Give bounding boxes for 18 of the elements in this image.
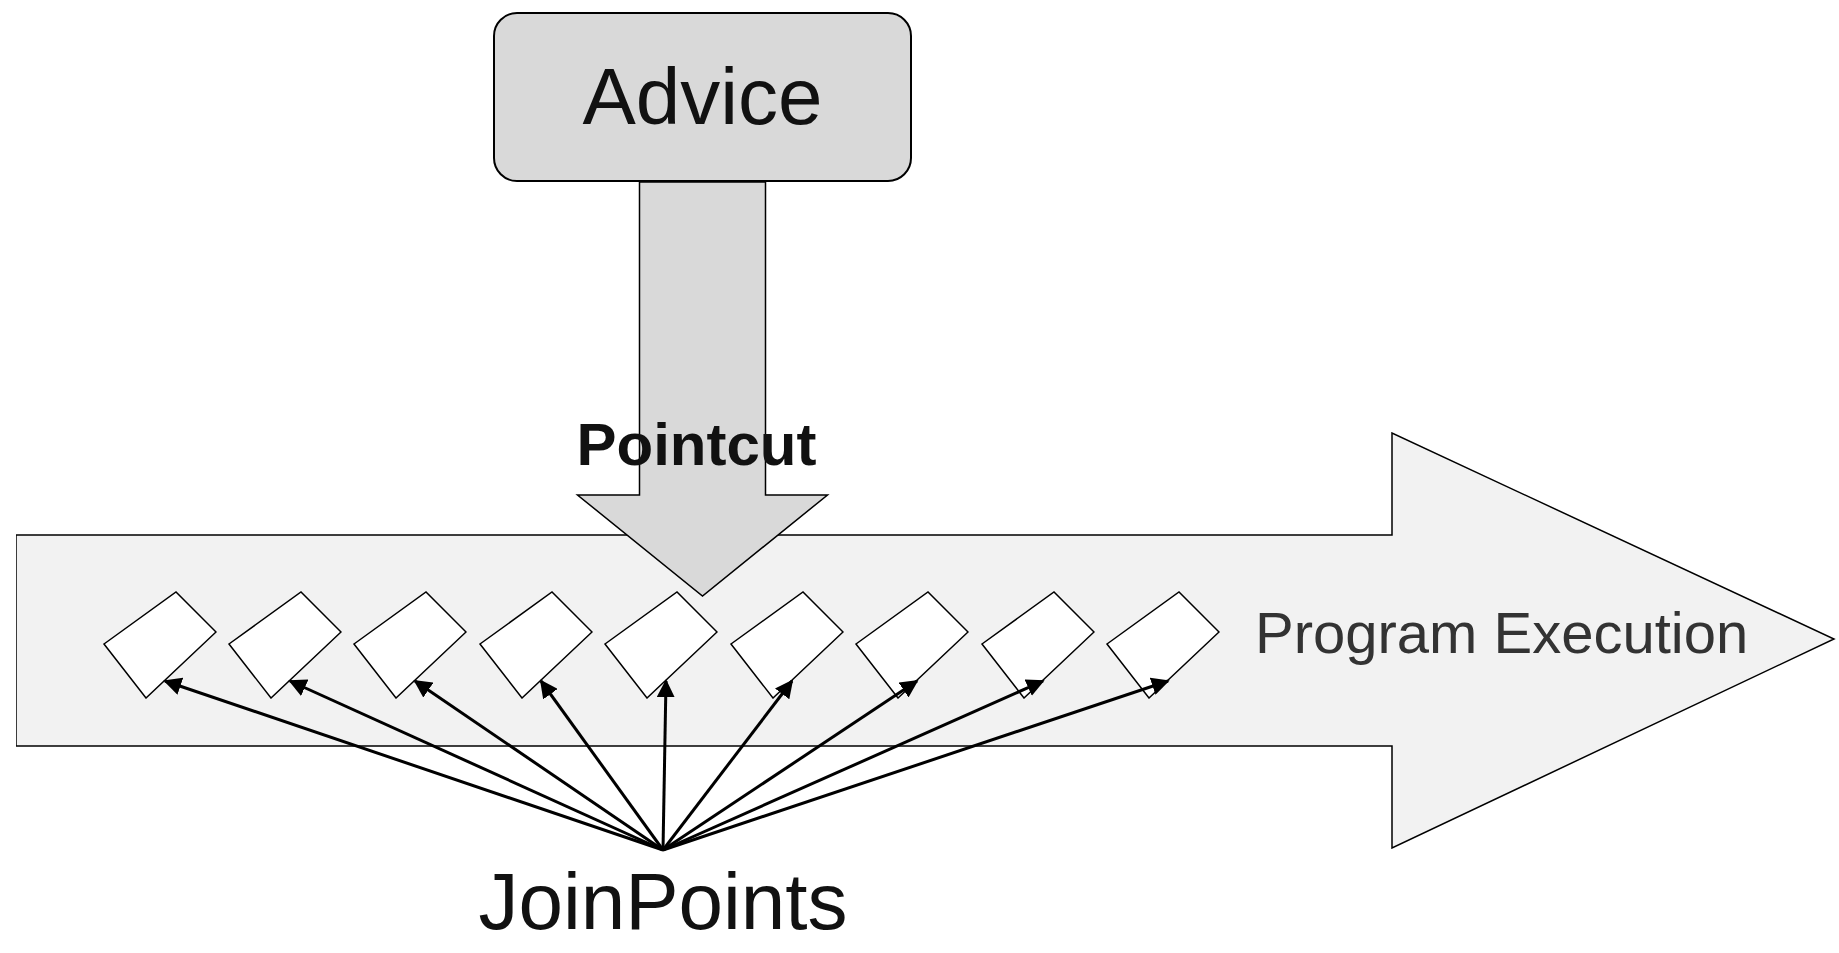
arrow [656, 679, 675, 851]
block-arrow [575, 181, 830, 597]
arrow [539, 679, 665, 851]
join-point-diamond [479, 591, 593, 699]
arrow [662, 677, 1170, 852]
join-point-diamond [981, 591, 1095, 699]
join-point-diamond [1106, 591, 1220, 699]
arrow [288, 679, 664, 852]
arrow [661, 679, 794, 851]
join-point-diamond [228, 591, 342, 699]
joinpoints-label: JoinPoints [478, 862, 848, 948]
advice-box: Advice [493, 12, 912, 182]
join-point-diamond [604, 591, 718, 699]
arrow [413, 679, 664, 852]
join-point-diamond [353, 591, 467, 699]
join-point-diamond [855, 591, 969, 699]
join-point-diamond [730, 591, 844, 699]
join-point-diamond [103, 591, 217, 699]
